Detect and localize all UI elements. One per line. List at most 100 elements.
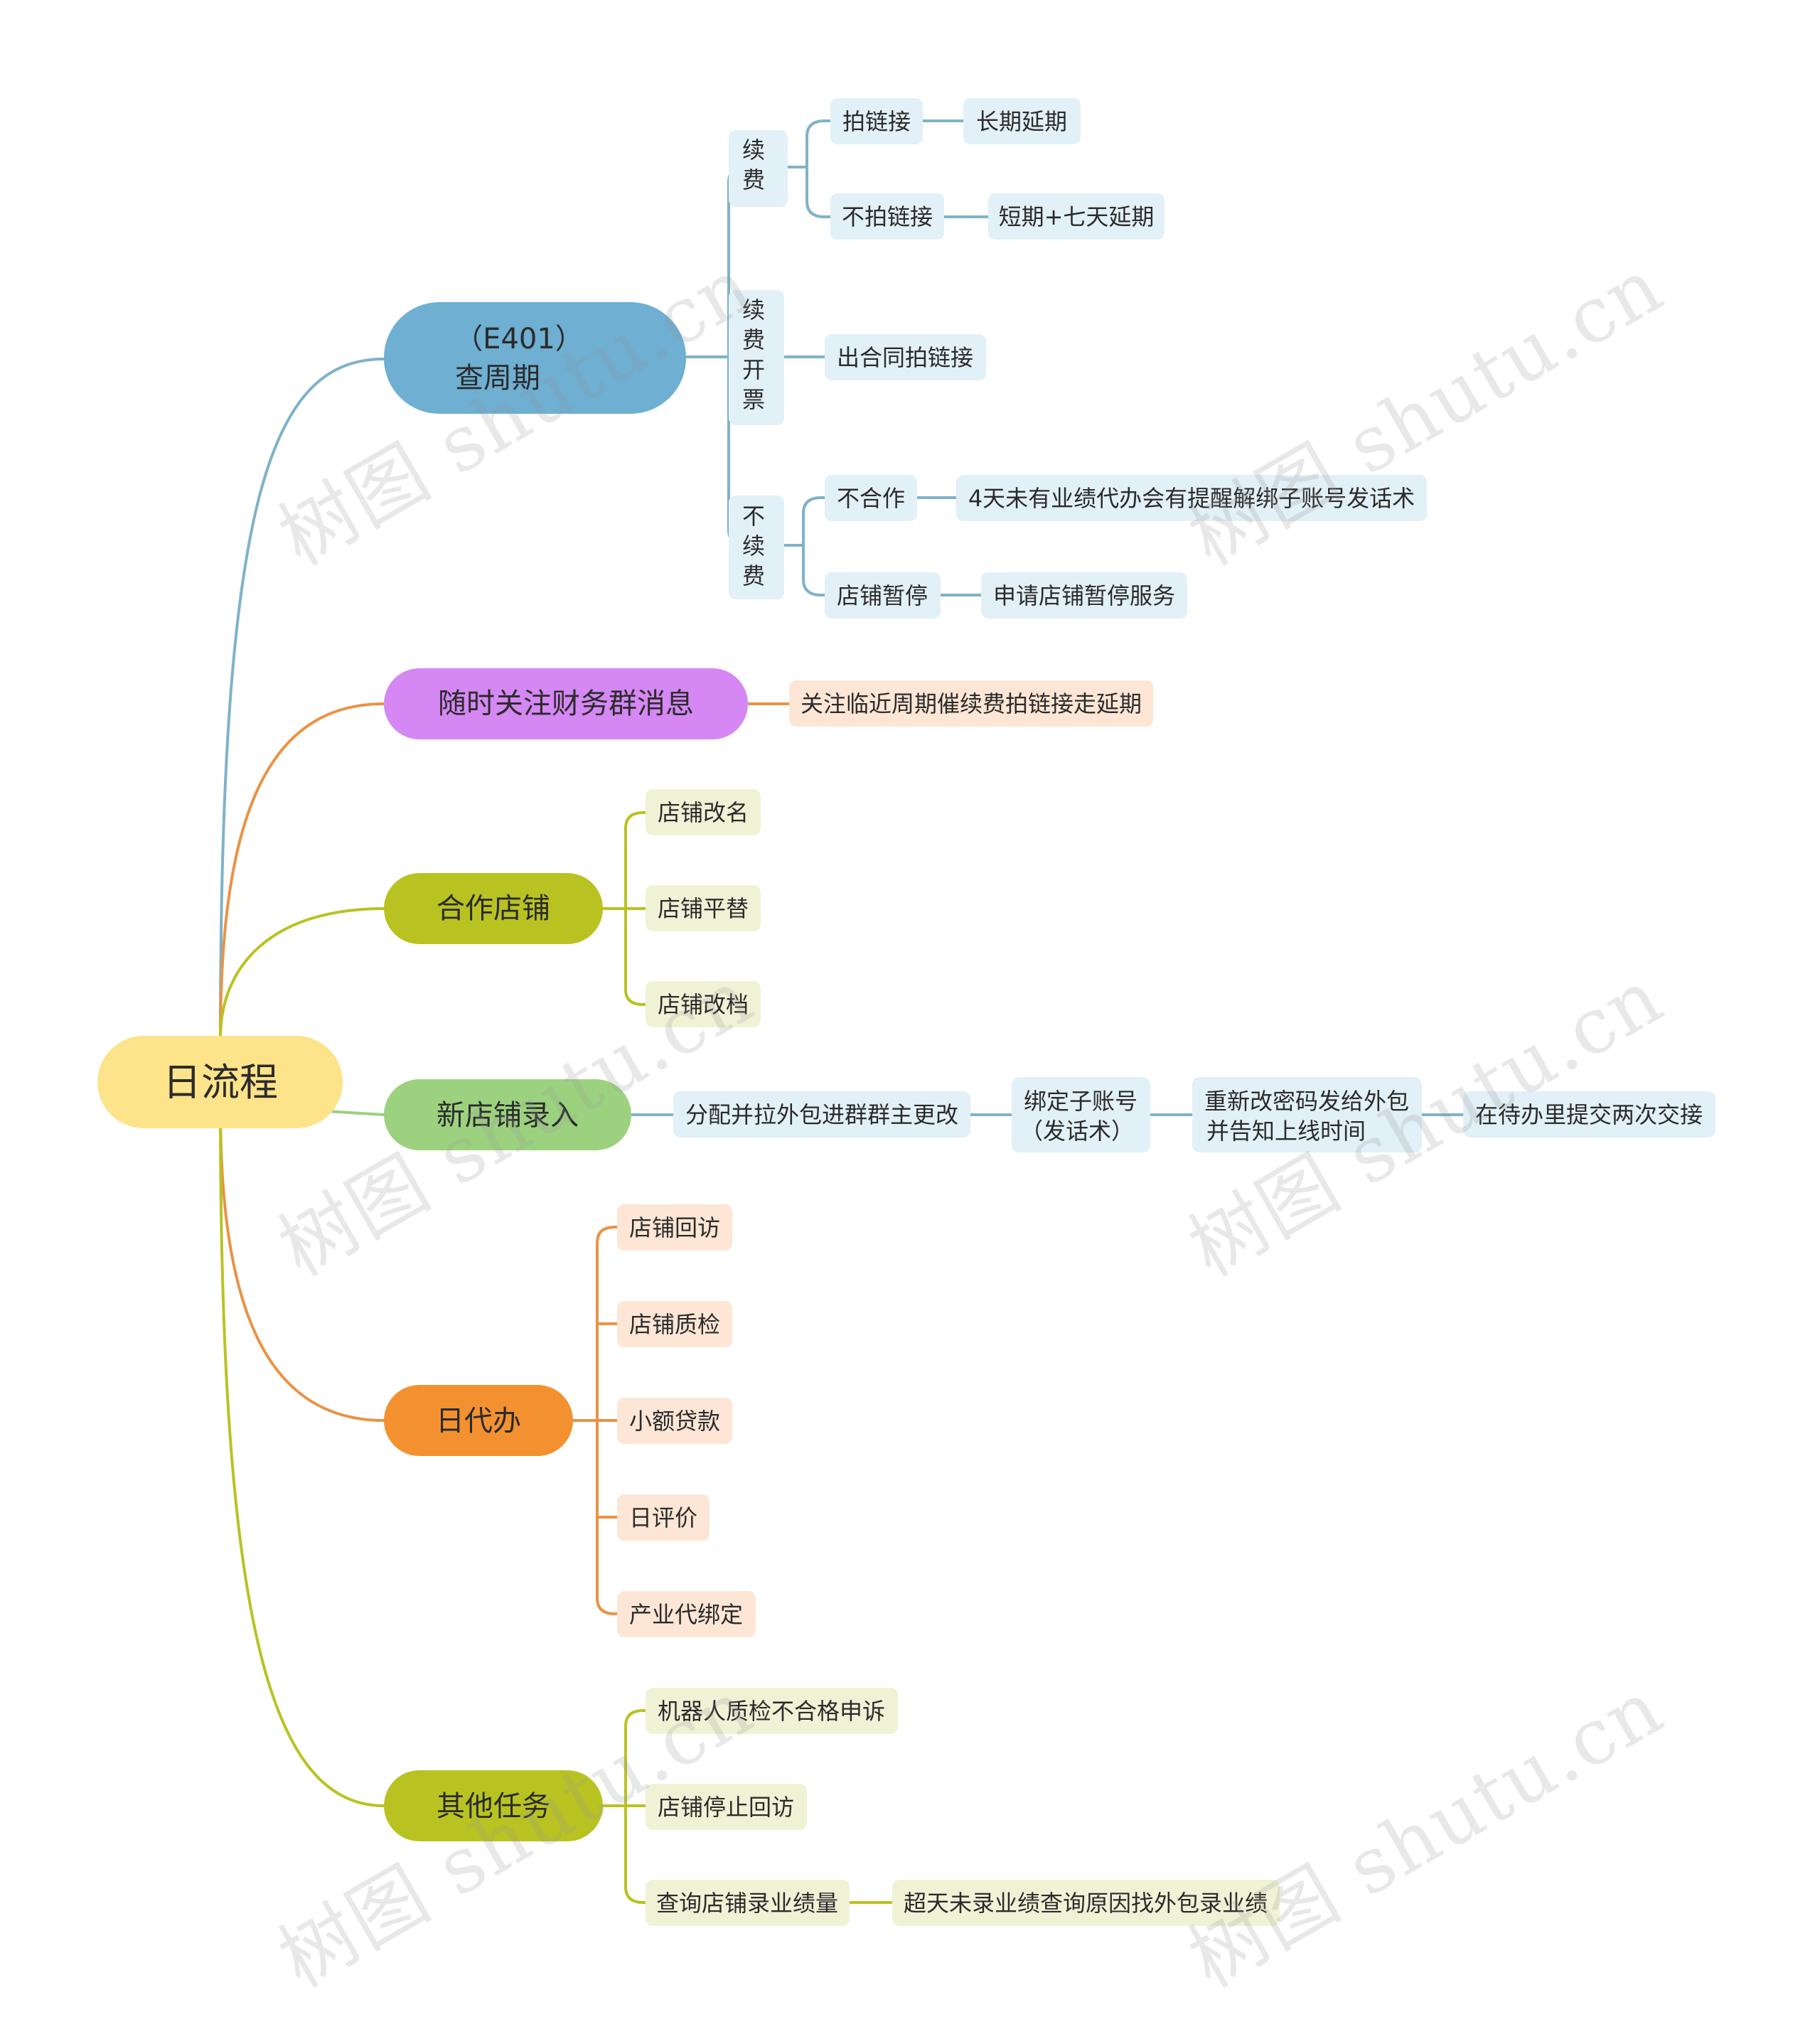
coop-item[interactable]: 店铺改名 xyxy=(646,789,761,835)
daily-item[interactable]: 店铺回访 xyxy=(617,1204,732,1251)
step3-shape xyxy=(1192,1077,1422,1152)
branch-other[interactable]: 其他任务 xyxy=(384,1770,603,1841)
daily-item-shape xyxy=(617,1398,732,1444)
branch-period[interactable]: （E401） 查周期 xyxy=(384,302,686,414)
other-item-label: 店铺停止回访 xyxy=(658,1794,794,1821)
period-label-line1: （E401） xyxy=(454,323,584,355)
invoice-child-shape xyxy=(825,334,986,380)
node-nocoop-child[interactable]: 4天未有业绩代办会有提醒解绑子账号发话术 xyxy=(956,475,1427,521)
finance-node-shape xyxy=(384,668,748,739)
node-invoice[interactable]: 续费开票 xyxy=(729,290,784,425)
period-node-shape xyxy=(384,302,686,414)
node-pause-child[interactable]: 申请店铺暂停服务 xyxy=(981,572,1187,619)
other-item[interactable]: 查询店铺录业绩量 xyxy=(646,1880,850,1926)
daily-item-label: 产业代绑定 xyxy=(629,1601,743,1628)
daily-item[interactable]: 店铺质检 xyxy=(617,1301,732,1347)
other-item[interactable]: 店铺停止回访 xyxy=(646,1784,807,1830)
coop-item[interactable]: 店铺改档 xyxy=(646,981,761,1027)
step2-shape xyxy=(1012,1077,1150,1152)
noshoot-shape xyxy=(830,193,944,240)
connector-root-other xyxy=(219,1108,385,1807)
step1-shape xyxy=(673,1091,970,1138)
newshop-label: 新店铺录入 xyxy=(437,1099,579,1132)
newshop-step-3[interactable]: 重新改密码发给外包 并告知上线时间 xyxy=(1192,1077,1422,1152)
node-norenew[interactable]: 不续费 xyxy=(729,496,784,599)
other-connectors xyxy=(603,1709,892,1904)
daily-label: 日代办 xyxy=(436,1405,521,1438)
renew-label: 续费 xyxy=(742,137,765,193)
root-node[interactable]: 日流程 xyxy=(97,1036,343,1128)
node-pause[interactable]: 店铺暂停 xyxy=(825,572,941,619)
step3-label-line1: 重新改密码发给外包 xyxy=(1204,1088,1409,1115)
node-nocoop[interactable]: 不合作 xyxy=(825,475,917,521)
other-item-shape xyxy=(646,1688,898,1734)
daily-connectors xyxy=(573,1226,617,1615)
daily-item[interactable]: 小额贷款 xyxy=(617,1398,732,1444)
connector-coop-bracket xyxy=(603,811,646,1006)
finance-label: 随时关注财务群消息 xyxy=(438,687,694,720)
pause-shape xyxy=(825,572,941,619)
step4-label: 在待办里提交两次交接 xyxy=(1475,1101,1703,1128)
daily-node-shape xyxy=(384,1385,573,1456)
connector-root-coop xyxy=(219,907,385,1039)
step1-label: 分配并拉外包进群群主更改 xyxy=(685,1101,958,1128)
newshop-step-4[interactable]: 在待办里提交两次交接 xyxy=(1463,1091,1715,1138)
period-label-line2: 查周期 xyxy=(455,362,540,395)
node-noshoot-child[interactable]: 短期+七天延期 xyxy=(988,193,1165,240)
shoot-label: 拍链接 xyxy=(842,108,911,135)
daily-item[interactable]: 日评价 xyxy=(617,1494,710,1541)
newshop-step-1[interactable]: 分配并拉外包进群群主更改 xyxy=(673,1091,970,1138)
node-shoot-child[interactable]: 长期延期 xyxy=(963,98,1081,144)
connector-root-period xyxy=(219,358,385,1039)
shoot-child-label: 长期延期 xyxy=(976,108,1067,135)
node-renew[interactable]: 续费 xyxy=(729,130,788,207)
noshoot-child-label: 短期+七天延期 xyxy=(999,203,1155,230)
connector-renew-bracket xyxy=(788,119,830,218)
newshop-step-2[interactable]: 绑定子账号 （发话术） xyxy=(1012,1077,1150,1152)
root-connectors xyxy=(219,358,385,1807)
other-item-label: 查询店铺录业绩量 xyxy=(656,1890,838,1917)
connector-daily-bracket xyxy=(573,1226,617,1615)
nocoop-label: 不合作 xyxy=(837,485,905,512)
connector-norenew-bracket xyxy=(784,496,825,596)
step3-label-line2: 并告知上线时间 xyxy=(1206,1118,1366,1145)
nocoop-shape xyxy=(825,475,917,521)
invoice-label: 续费开票 xyxy=(742,296,765,413)
coop-item-label: 店铺改档 xyxy=(658,991,749,1018)
pause-child-shape xyxy=(981,572,1187,619)
branch-daily[interactable]: 日代办 xyxy=(384,1385,573,1456)
branch-coop[interactable]: 合作店铺 xyxy=(384,873,603,944)
coop-item-label: 店铺改名 xyxy=(658,799,749,826)
connector-root-finance xyxy=(219,702,385,1039)
node-finance-child[interactable]: 关注临近周期催续费拍链接走延期 xyxy=(789,680,1153,727)
daily-item[interactable]: 产业代绑定 xyxy=(617,1591,756,1637)
step2-label-line1: 绑定子账号 xyxy=(1024,1088,1138,1115)
invoice-child-label: 出合同拍链接 xyxy=(837,344,973,371)
shoot-shape xyxy=(830,98,923,144)
daily-item-label: 店铺质检 xyxy=(629,1311,720,1338)
nocoop-child-shape xyxy=(956,475,1427,521)
coop-label: 合作店铺 xyxy=(437,892,550,925)
coop-item[interactable]: 店铺平替 xyxy=(646,885,761,931)
norenew-label: 不续费 xyxy=(742,503,765,589)
noshoot-child-shape xyxy=(988,193,1165,240)
connector-other-bracket xyxy=(603,1709,646,1904)
newshop-node-shape xyxy=(384,1079,631,1150)
node-noshoot[interactable]: 不拍链接 xyxy=(830,193,944,240)
renew-shape xyxy=(729,130,788,207)
noshoot-label: 不拍链接 xyxy=(842,203,933,230)
branch-finance[interactable]: 随时关注财务群消息 xyxy=(384,668,748,739)
finance-child-label: 关注临近周期催续费拍链接走延期 xyxy=(801,690,1142,717)
daily-item-label: 小额贷款 xyxy=(629,1408,720,1435)
node-shoot[interactable]: 拍链接 xyxy=(830,98,923,144)
connector-root-daily xyxy=(219,1108,385,1422)
coop-item-shape xyxy=(646,789,761,835)
pause-label: 店铺暂停 xyxy=(837,582,928,609)
node-perf-child[interactable]: 超天未录业绩查询原因找外包录业绩 xyxy=(892,1880,1280,1926)
perf-child-shape xyxy=(892,1880,1280,1926)
other-item[interactable]: 机器人质检不合格申诉 xyxy=(646,1688,898,1734)
node-invoice-child[interactable]: 出合同拍链接 xyxy=(825,334,986,380)
branch-newshop[interactable]: 新店铺录入 xyxy=(384,1079,631,1150)
coop-node-shape xyxy=(384,873,603,944)
step4-shape xyxy=(1463,1091,1715,1138)
